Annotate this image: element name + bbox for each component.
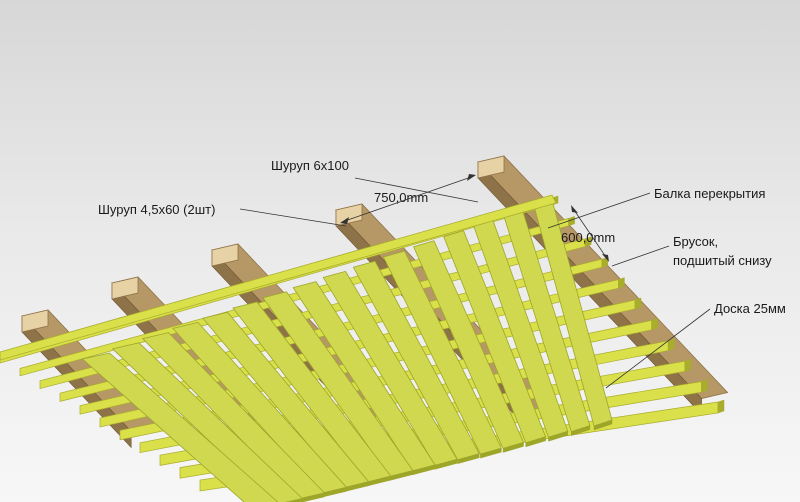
leader-joist: [547, 192, 651, 229]
batten-8-end: [667, 338, 675, 351]
board-2-edge: [571, 425, 591, 436]
batten-2-end: [568, 216, 575, 227]
joist-4-end: [111, 276, 139, 300]
label-batten-line2: подшитый снизу: [673, 253, 772, 268]
board-4-edge: [525, 436, 546, 448]
label-screw-4-5x60: Шуруп 4,5х60 (2шт): [98, 202, 215, 217]
label-joist: Балка перекрытия: [654, 186, 765, 201]
batten-10-end: [701, 379, 708, 393]
label-dimension-600: 600,0mm: [561, 230, 615, 245]
callout-layer: Шуруп 6х100 750,0mm Шуруп 4,5х60 (2шт) Б…: [98, 158, 786, 389]
dimension-arrow-600-top: [571, 205, 578, 213]
board-15: [111, 342, 304, 502]
board-1-edge: [593, 419, 613, 431]
leader-screw-6x100: [354, 177, 479, 203]
edge-rail: [0, 194, 557, 361]
dimension-line-600: [571, 206, 609, 261]
dimension-arrow-750-right: [467, 174, 476, 181]
joist-5-end: [21, 309, 49, 333]
batten-11-end: [717, 399, 725, 414]
dimension-line-750: [341, 175, 475, 223]
leader-board: [605, 308, 711, 389]
board-6-edge: [480, 447, 502, 459]
board-8-edge: [434, 458, 458, 470]
board-14-edge: [298, 492, 325, 502]
label-board: Доска 25мм: [714, 301, 786, 316]
leader-batten: [611, 245, 670, 267]
label-batten-line1: Брусок,: [673, 234, 718, 249]
leader-screw-4-5x60: [239, 208, 347, 227]
batten-6-end: [634, 297, 642, 310]
batten-3-end: [584, 236, 592, 247]
batten-9-end: [684, 358, 692, 372]
board-7-edge: [457, 453, 480, 465]
board-16: [81, 352, 279, 502]
label-screw-6x100: Шуруп 6х100: [271, 158, 349, 173]
dimension-arrow-600-bottom: [602, 254, 609, 262]
board-5-edge: [502, 442, 524, 453]
board-3-edge: [548, 430, 569, 442]
batten-5-end: [618, 277, 625, 289]
joist-3-end: [211, 243, 239, 267]
label-dimension-750: 750,0mm: [374, 190, 428, 205]
board-15-edge: [285, 498, 303, 502]
joist-1-end: [477, 155, 505, 179]
board-layer: [0, 194, 613, 502]
batten-7-end: [651, 318, 658, 331]
dimension-arrow-750-left: [340, 217, 349, 224]
joist-2-end: [335, 203, 363, 227]
